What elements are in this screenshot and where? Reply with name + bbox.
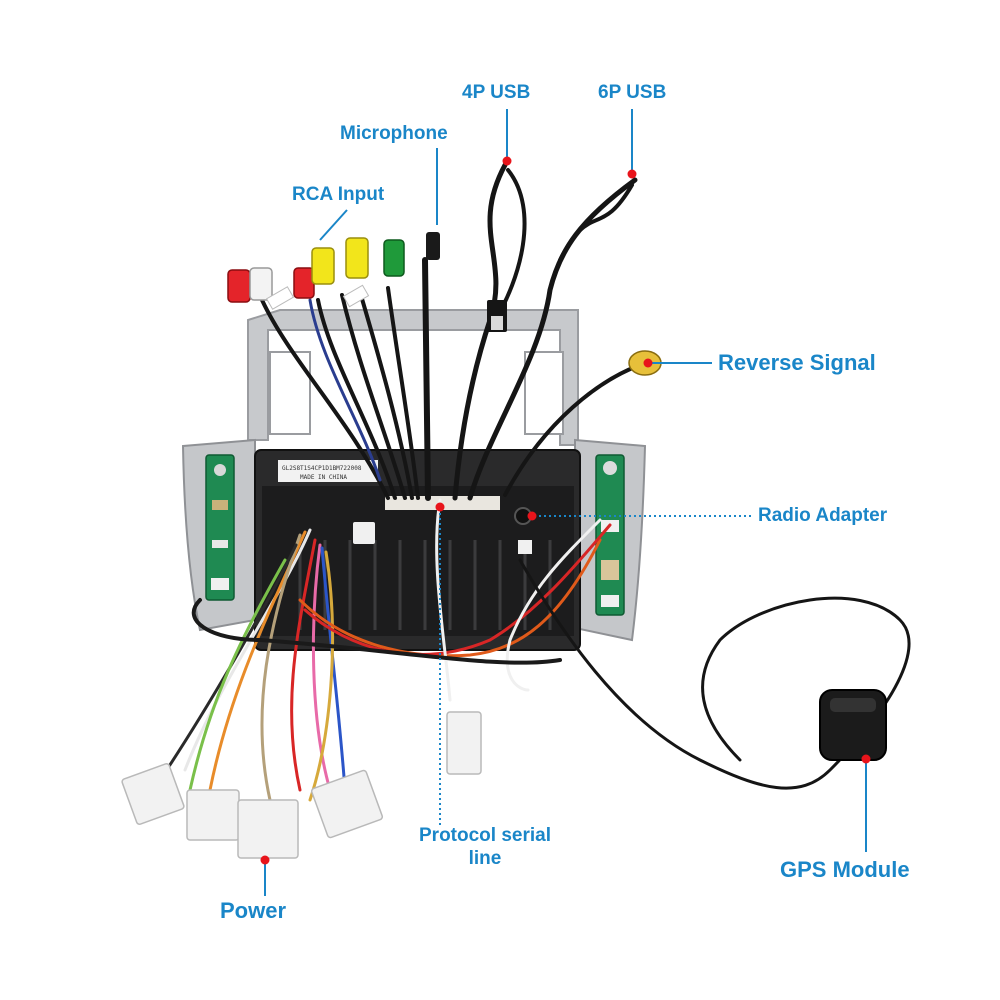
label-6p-usb: 6P USB (598, 82, 667, 103)
rca-plug-icon (227, 232, 440, 310)
usb-plug-icon (487, 300, 507, 332)
sticker-text-1: GL2S8T1S4CP1D1BM722008 (282, 465, 362, 472)
right-pcb (595, 454, 625, 616)
red-markers (260, 156, 871, 865)
harness-connector-icon (121, 711, 482, 859)
label-radio-adapter: Radio Adapter (758, 505, 888, 526)
label-microphone: Microphone (340, 123, 448, 144)
label-protocol-serial-line-2: line (468, 848, 502, 869)
wiring-harness (158, 498, 911, 802)
ce-mark (353, 522, 375, 544)
sticker-text-2: MADE IN CHINA (300, 474, 347, 481)
label-power: Power (220, 898, 287, 923)
label-protocol-serial-line-1: Protocol serial (419, 825, 551, 846)
label-protocol-serial-line: Protocol serial line (404, 824, 566, 870)
label-rca-input: RCA Input (292, 184, 385, 205)
label-reverse-signal: Reverse Signal (718, 350, 876, 375)
serial-sticker (278, 460, 378, 482)
left-pcb (205, 454, 235, 601)
leader-lines (264, 109, 867, 896)
label-4p-usb: 4P USB (462, 82, 531, 103)
label-gps-module: GPS Module (780, 857, 910, 882)
gps-antenna-icon (819, 689, 887, 761)
